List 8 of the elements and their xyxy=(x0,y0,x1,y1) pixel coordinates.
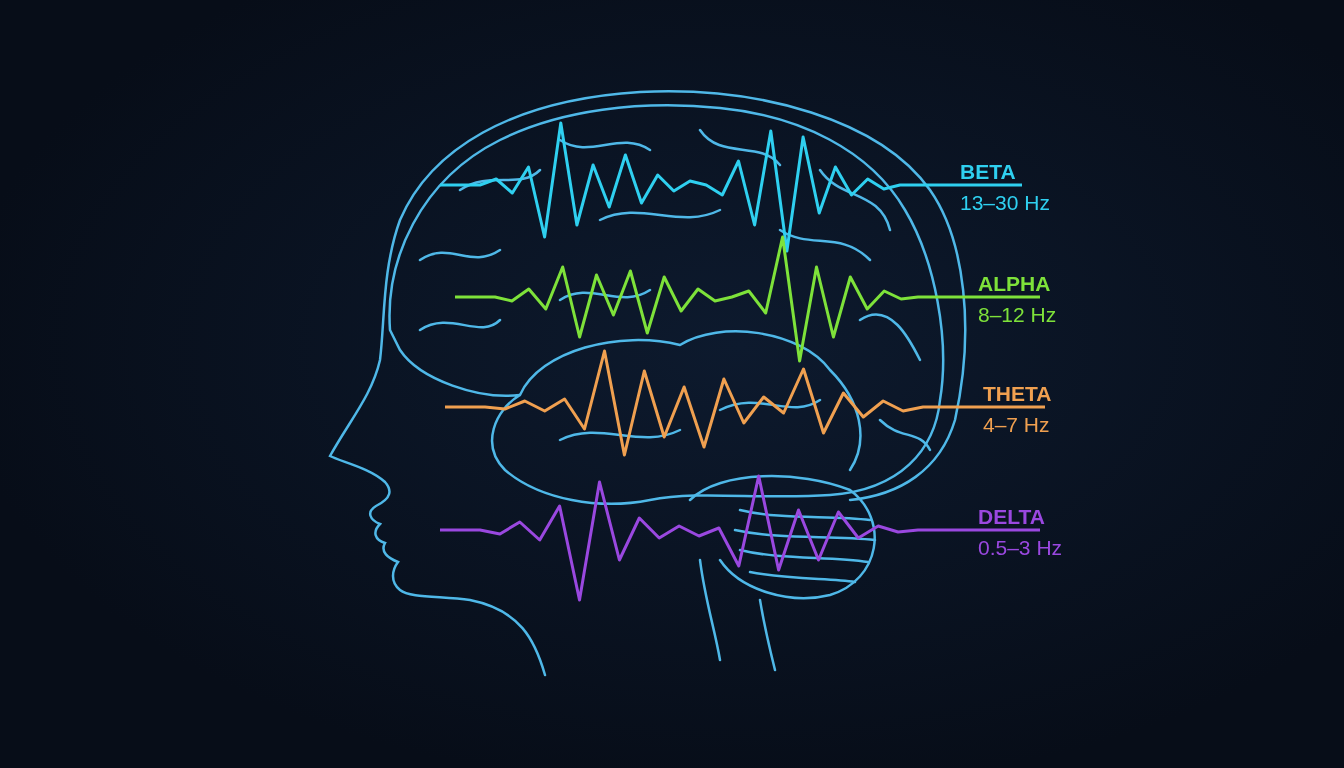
band-name: THETA xyxy=(983,383,1052,404)
frequency-range: 13–30 Hz xyxy=(960,192,1050,213)
frequency-range: 8–12 Hz xyxy=(978,304,1057,325)
band-name: BETA xyxy=(960,161,1016,182)
frequency-range: 0.5–3 Hz xyxy=(978,537,1063,558)
band-name: DELTA xyxy=(978,506,1045,527)
frequency-range: 4–7 Hz xyxy=(983,414,1050,435)
band-name: ALPHA xyxy=(978,273,1051,294)
